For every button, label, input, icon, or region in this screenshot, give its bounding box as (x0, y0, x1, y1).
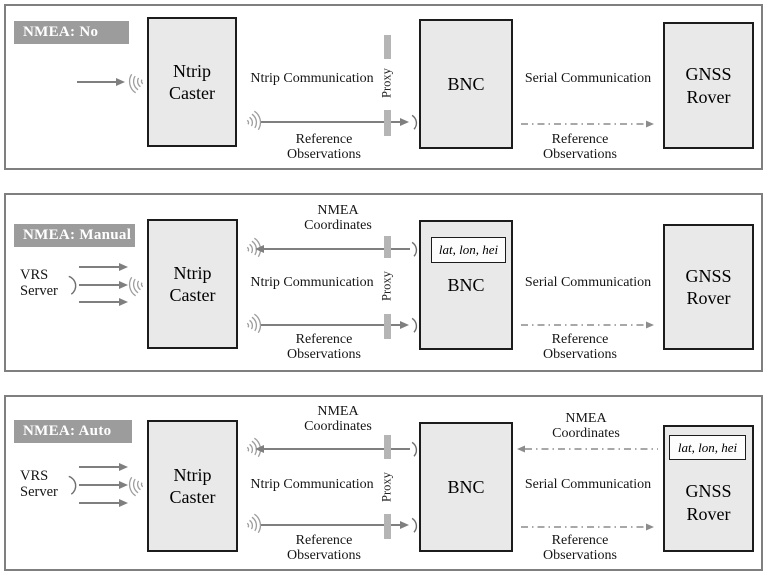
reference-observations-label: Reference Observations (543, 332, 617, 363)
panel-nmea-auto-overlay (68, 435, 658, 539)
feed-arrow-top (79, 463, 128, 471)
bnc-label: BNC (447, 274, 485, 295)
bnc-label: BNC (447, 73, 485, 94)
radio-wave-out-top-icon (246, 237, 262, 258)
serial-communication-label: Serial Communication (524, 71, 652, 86)
panel-nmea-auto: NMEA: Auto VRS Server Ntrip Caster BNC G… (4, 395, 763, 571)
reference-observations-label: Reference Observations (287, 132, 361, 163)
nmea-coordinates-dashdot-arrow (517, 445, 658, 453)
proxy-wall-bottom (384, 110, 391, 136)
gnss-rover-box: GNSS Rover (663, 22, 754, 149)
radio-wave-out-top-icon (246, 437, 262, 458)
proxy-label: Proxy (379, 472, 394, 502)
feed-arrow-middle (79, 281, 128, 289)
lat-lon-hei-box: lat, lon, hei (431, 237, 506, 263)
feed-arrow-bottom (79, 499, 128, 507)
vrs-server-label: VRS Server (20, 267, 58, 299)
header-badge: NMEA: Auto (14, 420, 132, 443)
receive-paren-icon (411, 441, 418, 457)
ntrip-communication-label: Ntrip Communication (250, 275, 374, 290)
header-badge: NMEA: Manual (14, 224, 135, 247)
reference-observations-label: Reference Observations (543, 533, 617, 564)
reference-observations-label: Reference Observations (543, 132, 617, 163)
proxy-wall-bottom (384, 314, 391, 339)
receive-paren-icon (411, 317, 418, 333)
gnss-rover-label: GNSS Rover (685, 64, 732, 107)
proxy-wall-top (384, 435, 391, 459)
radio-wave-out-icon (246, 110, 262, 131)
ntrip-caster-box: Ntrip Caster (147, 219, 238, 349)
ntrip-caster-label: Ntrip Caster (169, 262, 216, 306)
feed-arrow-bottom (79, 298, 128, 306)
reference-observations-arrow (261, 321, 409, 329)
radio-wave-out-bottom-icon (246, 313, 262, 334)
reference-observations-arrow (261, 521, 409, 529)
panel-nmea-no: NMEA: No Ntrip Caster BNC GNSS Rover Ntr… (4, 4, 763, 170)
proxy-wall-bottom (384, 514, 391, 539)
receive-paren-icon (411, 517, 418, 533)
ntrip-communication-label: Ntrip Communication (250, 71, 374, 86)
vrs-paren-icon (68, 475, 77, 495)
proxy-wall-top (384, 35, 391, 59)
radio-wave-in-icon (128, 73, 144, 94)
panel-nmea-manual-overlay (68, 236, 654, 339)
proxy-label: Proxy (379, 68, 394, 98)
radio-wave-in-icon (128, 276, 144, 297)
feed-arrow-top (79, 263, 128, 271)
bnc-label: BNC (447, 476, 485, 497)
proxy-wall-top (384, 236, 391, 258)
reference-observations-arrow (261, 118, 409, 126)
receive-paren-icon (411, 241, 418, 257)
panel-nmea-no-overlay (77, 35, 654, 136)
feed-arrow (77, 78, 125, 86)
panel-nmea-manual: NMEA: Manual VRS Server Ntrip Caster BNC… (4, 193, 763, 372)
proxy-label: Proxy (379, 271, 394, 301)
reference-observations-label: Reference Observations (287, 332, 361, 363)
ntrip-communication-label: Ntrip Communication (250, 477, 374, 492)
radio-wave-out-bottom-icon (246, 513, 262, 534)
nmea-coordinates-label: NMEA Coordinates (552, 411, 620, 442)
receive-paren-icon (411, 114, 418, 130)
serial-communication-label: Serial Communication (524, 275, 652, 290)
ntrip-caster-label: Ntrip Caster (169, 60, 215, 104)
feed-arrow-middle (79, 481, 128, 489)
bnc-box: BNC (419, 19, 513, 149)
vrs-paren-icon (68, 275, 77, 295)
ntrip-caster-label: Ntrip Caster (169, 464, 216, 508)
serial-reference-dashdot-arrow (521, 120, 654, 128)
nmea-coordinates-label: NMEA Coordinates (304, 203, 372, 234)
serial-reference-dashdot-arrow (521, 523, 654, 531)
radio-wave-in-icon (128, 476, 144, 497)
ntrip-caster-box: Ntrip Caster (147, 420, 238, 552)
ntrip-caster-box: Ntrip Caster (147, 17, 237, 147)
gnss-rover-box: GNSS Rover (663, 224, 754, 350)
serial-communication-label: Serial Communication (524, 477, 652, 492)
vrs-server-label: VRS Server (20, 468, 58, 500)
bnc-box: BNC (419, 422, 513, 552)
reference-observations-label: Reference Observations (287, 533, 361, 564)
header-badge: NMEA: No (14, 21, 129, 44)
lat-lon-hei-box: lat, lon, hei (669, 435, 746, 460)
gnss-rover-label: GNSS Rover (685, 481, 732, 524)
serial-reference-dashdot-arrow (521, 321, 654, 329)
gnss-rover-label: GNSS Rover (685, 265, 732, 309)
nmea-coordinates-label: NMEA Coordinates (304, 404, 372, 435)
